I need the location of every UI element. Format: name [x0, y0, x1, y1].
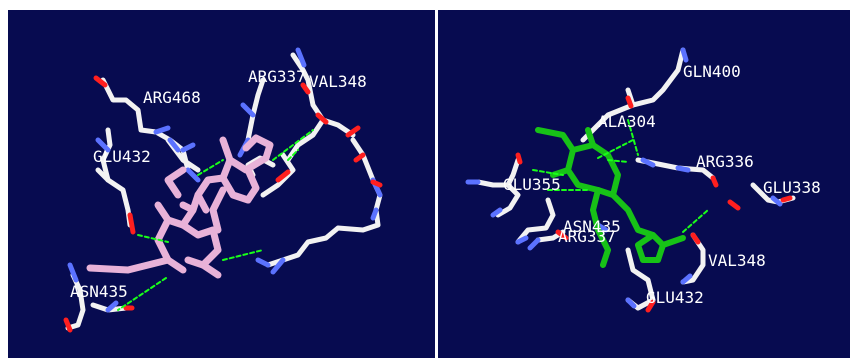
residue-label-arg337: ARG337: [558, 227, 616, 246]
residue-label-glu338: GLU338: [763, 178, 821, 197]
ligand-left: [86, 134, 274, 279]
residue-label-val348: VAL348: [708, 251, 766, 270]
residue-label-val348: VAL348: [309, 72, 367, 91]
left-viewer-panel[interactable]: ARG468 ARG337 VAL348 GLU432 ASN435: [8, 10, 435, 358]
residue-label-gln400: GLN400: [683, 62, 741, 81]
nitrogen-atoms: [465, 47, 783, 309]
right-molecule-view: GLN400 ALA304 ARG336 GLU355 GLU338 ASN43…: [465, 47, 821, 313]
ligand-right: [535, 127, 686, 268]
right-viewer-panel[interactable]: GLN400 ALA304 ARG336 GLU355 GLU338 ASN43…: [438, 10, 850, 358]
residue-label-asn435: ASN435: [70, 282, 128, 301]
left-molecule-view: ARG468 ARG337 VAL348 GLU432 ASN435: [63, 47, 383, 333]
residue-label-asn435: ASN435: [563, 217, 621, 236]
residue-label-arg337: ARG337: [248, 67, 306, 86]
hydrogen-bonds: [117, 129, 314, 311]
residue-label-glu432: GLU432: [646, 288, 704, 307]
oxygen-atoms: [63, 75, 383, 333]
residue-label-arg336: ARG336: [696, 152, 754, 171]
residue-label-arg468: ARG468: [143, 88, 201, 107]
residue-label-ala304: ALA304: [598, 112, 656, 131]
panel-divider: [435, 0, 438, 358]
residue-label-glu432: GLU432: [93, 147, 151, 166]
oxygen-atoms: [515, 95, 793, 313]
hydrogen-bonds: [532, 119, 709, 233]
residue-label-glu355: GLU355: [503, 175, 561, 194]
